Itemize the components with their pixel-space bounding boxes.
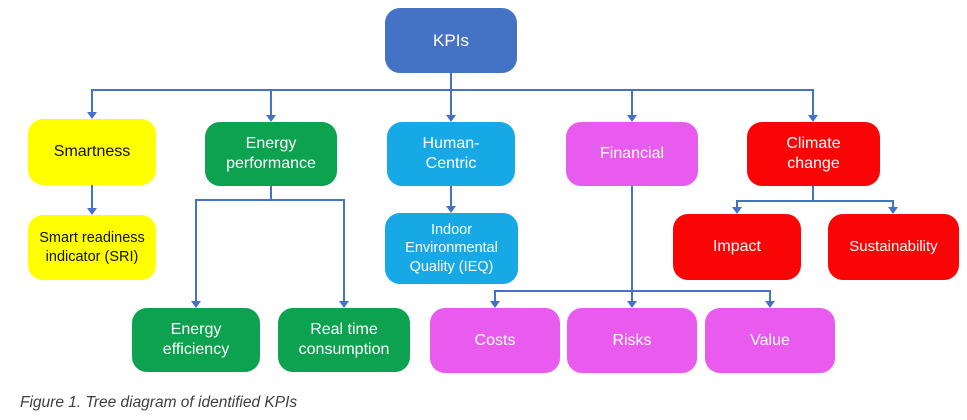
node-climate-change-label: Climate change — [786, 135, 841, 172]
node-ieq-label: Indoor Environmental Quality (IEQ) — [405, 222, 498, 275]
connector-drop-human-centric — [450, 89, 452, 115]
arrowhead-impact — [732, 207, 742, 214]
figure-caption: Figure 1. Tree diagram of identified KPI… — [20, 394, 298, 411]
connector-drop-smartness — [91, 89, 93, 112]
node-costs: Costs — [430, 308, 560, 373]
node-sustainability-label: Sustainability — [849, 237, 938, 255]
connector-climate-bus — [736, 200, 894, 202]
node-impact: Impact — [673, 214, 801, 280]
node-real-time-consumption-label: Real time consumption — [298, 321, 390, 358]
node-smart-readiness-indicator: Smart readiness indicator (SRI) — [28, 215, 156, 280]
arrowhead-climate-change — [808, 115, 818, 122]
connector-climate-stem — [812, 186, 814, 202]
node-real-time-consumption: Real time consumption — [278, 308, 410, 372]
arrowhead-financial — [627, 115, 637, 122]
node-financial: Financial — [566, 122, 698, 186]
node-energy-performance: Energy performance — [205, 122, 337, 186]
node-kpis-label: KPIs — [433, 30, 469, 50]
connector-kpis-bus — [91, 89, 813, 91]
node-human-centric: Human- Centric — [387, 122, 515, 186]
node-human-centric-label: Human- Centric — [422, 135, 480, 172]
node-impact-label: Impact — [712, 238, 761, 255]
node-kpis: KPIs — [385, 8, 517, 73]
connector-drop-real-time-consumption — [343, 199, 345, 301]
node-indoor-environmental-quality: Indoor Environmental Quality (IEQ) — [385, 213, 518, 284]
node-costs-label: Costs — [474, 331, 516, 349]
node-sri-label: Smart readiness indicator (SRI) — [39, 230, 145, 265]
connector-kpis-stem — [450, 73, 452, 90]
arrowhead-human-centric — [446, 115, 456, 122]
arrowhead-value — [765, 301, 775, 308]
arrowhead-real-time-consumption — [339, 301, 349, 308]
connector-drop-sustainability — [892, 200, 894, 207]
arrowhead-smartness — [87, 112, 97, 119]
connector-smartness-sri — [91, 185, 93, 208]
arrowhead-energy-efficiency — [191, 301, 201, 308]
node-energy-performance-label: Energy performance — [226, 135, 316, 172]
connector-human-centric-ieq — [450, 186, 452, 206]
connector-energy-stem — [270, 186, 272, 201]
connector-drop-energy-performance — [270, 89, 272, 115]
node-energy-efficiency: Energy efficiency — [132, 308, 260, 372]
arrowhead-risks — [627, 301, 637, 308]
connector-energy-bus — [195, 199, 345, 201]
node-risks: Risks — [567, 308, 697, 373]
node-financial-label: Financial — [599, 145, 665, 162]
connector-drop-energy-efficiency — [195, 199, 197, 301]
node-smartness-label: Smartness — [53, 143, 131, 160]
node-energy-efficiency-label: Energy efficiency — [162, 321, 230, 358]
connector-drop-value — [769, 290, 771, 301]
connector-drop-climate-change — [812, 89, 814, 115]
arrowhead-costs — [490, 301, 500, 308]
node-risks-label: Risks — [612, 331, 652, 349]
node-climate-change: Climate change — [747, 122, 880, 186]
arrowhead-sustainability — [888, 207, 898, 214]
arrowhead-sri — [87, 208, 97, 215]
connector-drop-costs — [494, 290, 496, 301]
arrowhead-energy-performance — [266, 115, 276, 122]
connector-drop-financial — [631, 89, 633, 115]
connector-financial-stem — [631, 186, 633, 292]
node-value-label: Value — [750, 331, 790, 349]
node-sustainability: Sustainability — [828, 214, 959, 280]
node-smartness: Smartness — [28, 119, 156, 185]
connector-drop-risks — [631, 290, 633, 301]
arrowhead-ieq — [446, 206, 456, 213]
connector-drop-impact — [736, 200, 738, 207]
node-value: Value — [705, 308, 835, 373]
